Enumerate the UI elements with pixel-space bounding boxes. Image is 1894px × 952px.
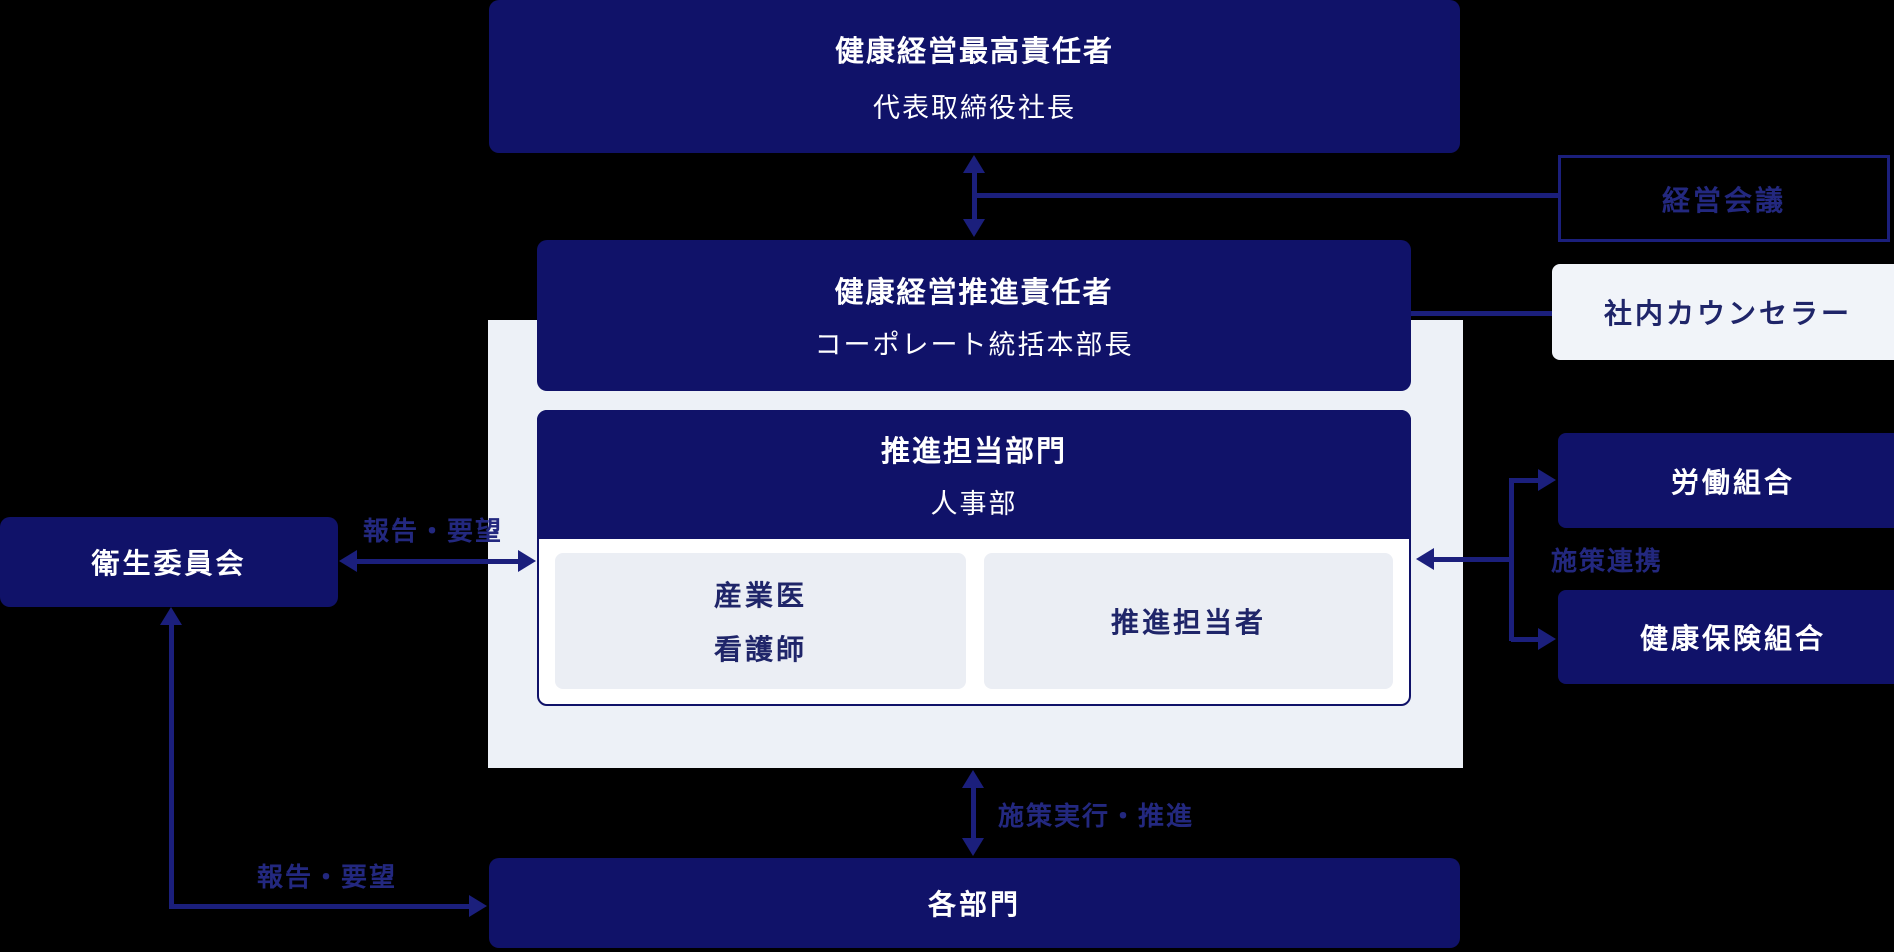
node-departments-label: 各部門 xyxy=(927,889,1021,920)
arrow-ceo-officer-down-head xyxy=(963,219,985,237)
node-management-council-label: 経営会議 xyxy=(1661,184,1786,216)
node-hygiene-committee-label: 衛生委員会 xyxy=(91,548,247,579)
arrow-departments-right-head xyxy=(469,895,487,917)
node-health-insurance-union: 健康保険組合 xyxy=(1558,590,1894,684)
arrow-unions-dept-head xyxy=(1416,548,1434,570)
connector-insurance-union-line xyxy=(1511,637,1541,642)
node-promotion-officer-title: 健康経営推進責任者 xyxy=(834,277,1114,309)
connector-unions-main-line xyxy=(1430,557,1513,562)
node-occupational-physician: 産業医 看護師 xyxy=(555,553,966,689)
connector-departments-hygiene-horizontal xyxy=(169,904,471,909)
node-hygiene-committee: 衛生委員会 xyxy=(0,517,338,607)
edge-label-report-request-top: 報告・要望 xyxy=(362,516,503,546)
node-promotion-staff: 推進担当者 xyxy=(984,553,1393,689)
arrow-hygiene-dept-right-head xyxy=(518,550,536,572)
node-labor-union-label: 労働組合 xyxy=(1670,466,1795,498)
connector-labor-union-line xyxy=(1511,478,1541,483)
node-promotion-dept-header: 推進担当部門 人事部 xyxy=(537,410,1411,539)
connector-internal-counselor xyxy=(1411,311,1552,316)
arrow-hygiene-dept-line xyxy=(347,559,527,564)
node-internal-counselor: 社内カウンセラー xyxy=(1552,264,1894,360)
arrow-dept-departments-up-head xyxy=(962,770,984,788)
arrow-hygiene-dept-left-head xyxy=(339,550,357,572)
node-occupational-physician-line1: 産業医 xyxy=(713,580,807,611)
edge-label-report-request-bottom: 報告・要望 xyxy=(256,862,397,892)
node-ceo-title: 健康経営最高責任者 xyxy=(834,36,1114,68)
node-promotion-dept-subtitle: 人事部 xyxy=(930,489,1018,519)
connector-management-council xyxy=(974,193,1558,198)
connector-departments-hygiene-vertical xyxy=(169,612,174,909)
edge-label-policy-execution: 施策実行・推進 xyxy=(998,801,1195,831)
node-departments: 各部門 xyxy=(489,858,1460,948)
edge-label-policy-coordination: 施策連携 xyxy=(1551,546,1664,576)
node-health-insurance-union-label: 健康保険組合 xyxy=(1639,623,1826,654)
arrow-dept-departments-line xyxy=(971,775,976,847)
node-ceo-subtitle: 代表取締役社長 xyxy=(873,93,1076,123)
arrow-ceo-officer-up-head xyxy=(963,155,985,173)
node-labor-union: 労働組合 xyxy=(1558,433,1894,528)
node-promotion-dept-title: 推進担当部門 xyxy=(880,436,1067,468)
node-promotion-staff-label: 推進担当者 xyxy=(1110,607,1266,638)
node-management-council: 経営会議 xyxy=(1558,155,1890,242)
arrow-dept-departments-down-head xyxy=(962,838,984,856)
node-occupational-physician-line2: 看護師 xyxy=(713,634,807,665)
node-internal-counselor-label: 社内カウンセラー xyxy=(1603,298,1852,329)
node-promotion-officer: 健康経営推進責任者 コーポレート統括本部長 xyxy=(537,240,1411,391)
arrow-insurance-union-head xyxy=(1538,628,1556,650)
arrow-hygiene-up-head xyxy=(160,607,182,625)
node-promotion-officer-subtitle: コーポレート統括本部長 xyxy=(814,330,1134,360)
node-ceo: 健康経営最高責任者 代表取締役社長 xyxy=(489,0,1460,153)
arrow-labor-union-head xyxy=(1538,469,1556,491)
connector-unions-vertical-line xyxy=(1509,478,1514,641)
